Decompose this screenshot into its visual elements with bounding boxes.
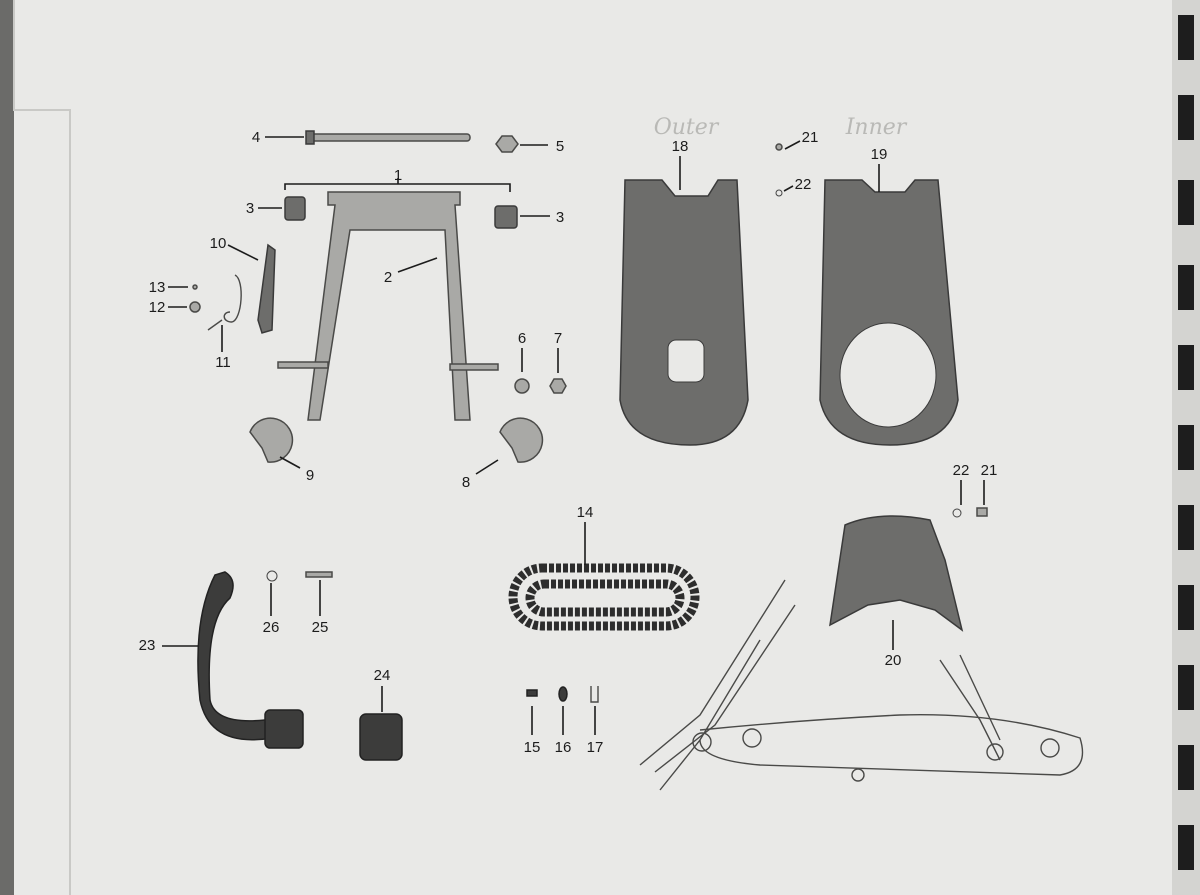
part-5-nut [495,135,519,153]
part-3-bush-right [494,205,518,229]
callout-labels: 1 2 3 3 4 5 6 7 8 9 10 11 12 13 14 15 16… [139,129,998,756]
callout-21-top: 21 [802,129,819,146]
part-22-washer-top [775,189,783,197]
callout-13: 13 [149,279,166,296]
callout-11: 11 [215,354,231,371]
callout-2: 2 [384,269,392,286]
callout-3-left: 3 [246,200,254,217]
callout-16: 16 [555,739,572,756]
callout-21-lower: 21 [981,462,998,479]
part-12-washer [189,301,201,313]
part-18-outer-chain-guard [619,179,749,446]
part-21-screw-top [775,143,783,151]
callout-8: 8 [462,474,470,491]
spiral-binding [1172,0,1200,895]
hand-sketch-swing-arm [639,579,1084,791]
page-left-edge [0,0,14,895]
callout-10: 10 [210,235,227,252]
callout-5: 5 [556,138,564,155]
leader-lines [162,136,985,735]
page-tab-outline [13,0,71,895]
callout-26: 26 [263,619,280,636]
callout-18: 18 [672,138,689,155]
part-10-lever [257,243,276,334]
part-2-right-axle-stub [449,363,499,371]
callout-15: 15 [524,739,541,756]
callout-14: 14 [577,504,594,521]
part-2-left-axle-stub [277,361,329,369]
callout-1: 1 [394,167,402,184]
callout-25: 25 [312,619,329,636]
callout-3-right: 3 [556,209,564,226]
part-19-opening [839,322,937,428]
part-3-bush-left [284,196,306,221]
part-6-washer [514,378,530,394]
part-8-adjuster-plate [499,417,544,463]
part-14-chain [508,563,700,631]
part-16-link-plate [558,686,568,702]
part-26-washer [266,570,278,582]
part-4-spindle [305,130,471,145]
part-23-kickstart-pedal [264,709,304,749]
handwritten-inner-note: Inner [845,115,908,140]
part-15-link [526,689,538,697]
part-24-pedal-rubber [359,713,403,761]
callout-22-lower: 22 [953,462,970,479]
part-11-spring [207,274,242,331]
callout-12: 12 [149,299,166,316]
callout-4: 4 [252,129,260,146]
handwritten-outer-note: Outer [654,115,720,140]
part-7-nut [549,378,567,394]
callout-19: 19 [871,146,888,163]
part-13-pin [192,284,198,290]
part-23-kickstart-arm [197,571,274,741]
callout-24: 24 [374,667,391,684]
part-17-clip [590,686,599,703]
callout-17: 17 [587,739,604,756]
callout-6: 6 [518,330,526,347]
callout-20: 20 [885,652,902,669]
part-22-washer-lower [952,508,962,518]
part-20-guard-plate [829,515,964,632]
part-2-swing-arm [307,191,471,421]
callout-23: 23 [139,637,156,654]
part-9-adjuster-plate [249,417,294,463]
callout-7: 7 [554,330,562,347]
callout-22-top: 22 [795,176,812,193]
part-21-screw-lower [976,507,988,517]
callout-9: 9 [306,467,314,484]
part-18-window [667,339,705,383]
part-25-bolt [305,571,333,578]
